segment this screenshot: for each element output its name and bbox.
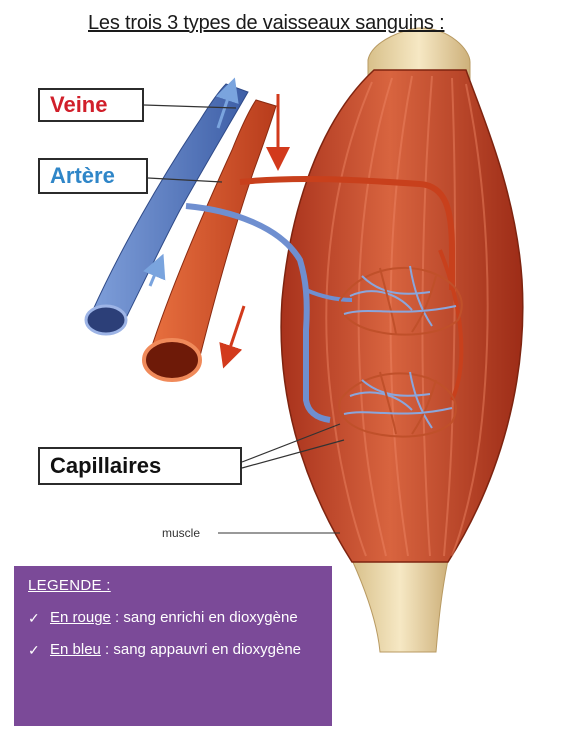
artery-flow-arrow-bottom (226, 306, 244, 360)
legend-desc: : sang enrichi en dioxygène (111, 609, 298, 626)
legend-item: ✓ En rouge : sang enrichi en dioxygène (28, 608, 318, 628)
artery-opening (144, 340, 200, 380)
label-artere: Artère (38, 158, 148, 194)
label-capillaires: Capillaires (38, 447, 242, 485)
legend-desc: : sang appauvri en dioxygène (101, 641, 301, 658)
legend-box: LEGENDE : ✓ En rouge : sang enrichi en d… (14, 566, 332, 726)
checkmark-icon: ✓ (28, 608, 50, 628)
label-veine: Veine (38, 88, 144, 122)
legend-title: LEGENDE : (28, 576, 318, 596)
legend-key: En rouge (50, 609, 111, 626)
label-muscle: muscle (162, 526, 200, 540)
checkmark-icon: ✓ (28, 640, 50, 660)
legend-item-text: En rouge : sang enrichi en dioxygène (50, 608, 298, 628)
legend-key: En bleu (50, 641, 101, 658)
page-title: Les trois 3 types de vaisseaux sanguins … (88, 12, 574, 35)
legend-item: ✓ En bleu : sang appauvri en dioxygène (28, 640, 318, 660)
legend-item-text: En bleu : sang appauvri en dioxygène (50, 640, 301, 660)
vein-opening (86, 306, 126, 334)
lower-tendon (352, 560, 448, 652)
